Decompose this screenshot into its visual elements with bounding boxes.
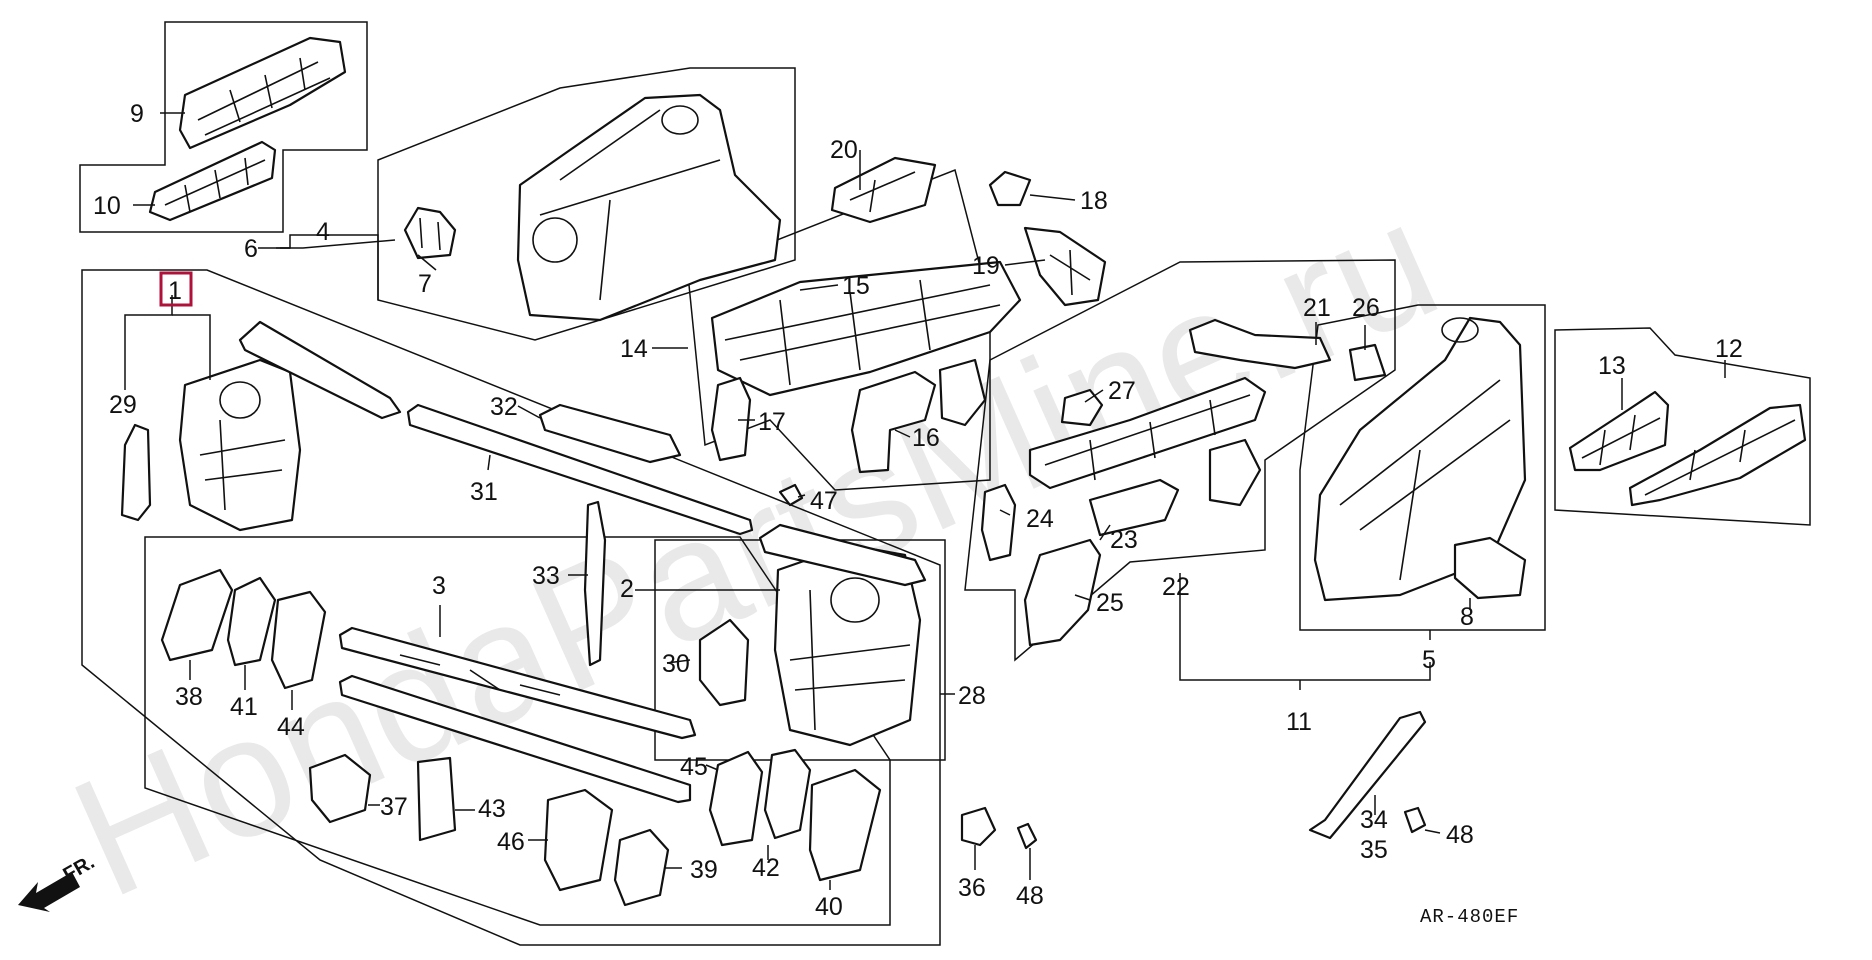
callout-40: 40: [815, 893, 843, 921]
callout-47: 47: [810, 487, 838, 515]
callout-24: 24: [1026, 505, 1054, 533]
callout-19: 19: [972, 252, 1000, 280]
callout-42: 42: [752, 854, 780, 882]
callout-29: 29: [109, 391, 137, 419]
callout-45: 45: [680, 753, 708, 781]
callout-23: 23: [1110, 526, 1138, 554]
callout-16: 16: [912, 424, 940, 452]
leader-lines: [124, 112, 1726, 890]
callout-12: 12: [1715, 335, 1743, 363]
callout-32: 32: [490, 393, 518, 421]
callout-7: 7: [418, 270, 432, 298]
callout-11: 11: [1286, 708, 1312, 736]
callout-48-right: 48: [1446, 821, 1474, 849]
part-shapes: [120, 36, 1807, 907]
callout-21: 21: [1303, 294, 1331, 322]
callout-41: 41: [230, 693, 258, 721]
callout-33: 33: [532, 562, 560, 590]
callout-28: 28: [958, 682, 986, 710]
callout-labels: 9 10 6 4 7 20 18 19 15 14 17 16 21 26 27…: [93, 100, 1743, 921]
callout-39: 39: [690, 856, 718, 884]
callout-35: 35: [1360, 836, 1388, 864]
callout-25: 25: [1096, 589, 1124, 617]
callout-4: 4: [316, 218, 330, 246]
drawing-code: AR-480EF: [1420, 906, 1519, 928]
group-outlines: [79, 21, 1811, 946]
callout-14: 14: [620, 335, 648, 363]
highlight-box: [159, 271, 193, 307]
callout-48: 48: [1016, 882, 1044, 910]
callout-20: 20: [830, 136, 858, 164]
callout-36: 36: [958, 874, 986, 902]
callout-18: 18: [1080, 187, 1108, 215]
callout-38: 38: [175, 683, 203, 711]
callout-5: 5: [1422, 646, 1436, 674]
callout-46: 46: [497, 828, 525, 856]
callout-2: 2: [620, 575, 634, 603]
callout-34: 34: [1360, 806, 1388, 834]
front-direction-indicator: FR.: [18, 851, 98, 912]
callout-43: 43: [478, 795, 506, 823]
callout-44: 44: [277, 713, 305, 741]
callout-8: 8: [1460, 603, 1474, 631]
callout-3: 3: [432, 572, 446, 600]
callout-22: 22: [1162, 573, 1190, 601]
callout-10: 10: [93, 192, 121, 220]
callout-9: 9: [130, 100, 144, 128]
callout-1: 1: [168, 277, 182, 305]
callout-6: 6: [244, 235, 258, 263]
callout-27: 27: [1108, 377, 1136, 405]
callout-37: 37: [380, 793, 408, 821]
callout-31: 31: [470, 478, 498, 506]
arrow-left-icon: [18, 872, 80, 912]
callout-13: 13: [1598, 352, 1626, 380]
callout-26: 26: [1352, 294, 1380, 322]
callout-15: 15: [842, 272, 870, 300]
callout-30: 30: [662, 650, 690, 678]
callout-17: 17: [758, 408, 786, 436]
